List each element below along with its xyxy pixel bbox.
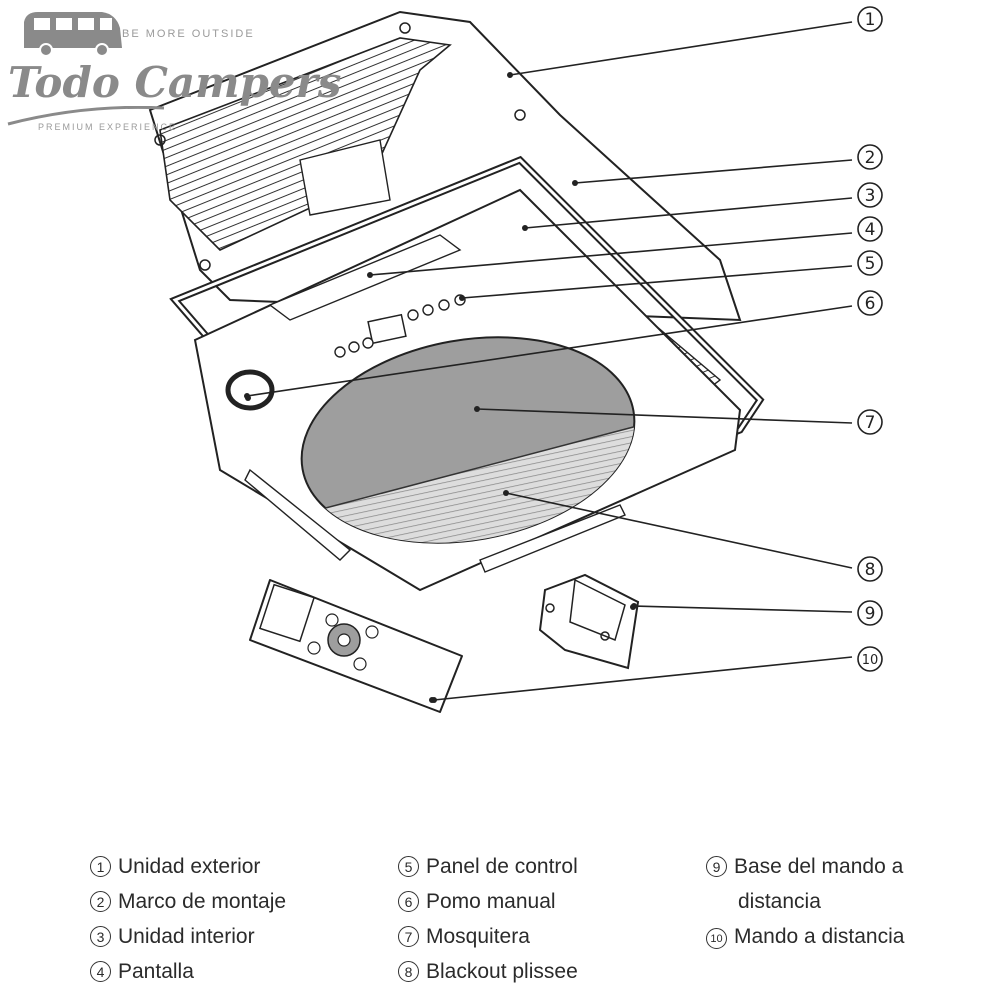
logo-tagline-bottom: PREMIUM EXPERIENCE [38, 122, 178, 132]
svg-text:3: 3 [865, 186, 876, 206]
logo-swoosh [7, 106, 165, 126]
callout-6: 6 [857, 290, 883, 316]
logo-tagline-top: BE MORE OUTSIDE [122, 28, 255, 40]
callout-1: 1 [857, 6, 883, 32]
callout-9: 9 [857, 600, 883, 626]
svg-text:5: 5 [865, 254, 876, 274]
callout-2: 2 [857, 144, 883, 170]
callout-3: 3 [857, 182, 883, 208]
svg-text:10: 10 [862, 653, 879, 668]
callout-5: 5 [857, 250, 883, 276]
svg-text:9: 9 [865, 604, 876, 624]
svg-text:4: 4 [865, 220, 876, 240]
leader-lines [246, 21, 853, 701]
svg-text:1: 1 [865, 10, 876, 30]
callout-numbers: 1 2 3 4 5 6 7 8 9 10 [857, 6, 883, 672]
callout-7: 7 [857, 409, 883, 435]
logo-brand: Todo Campers [8, 58, 342, 107]
leader-dots [244, 72, 637, 703]
van-icon [24, 12, 122, 56]
svg-text:8: 8 [865, 560, 876, 580]
legend-item-9-cont: distancia [738, 890, 821, 913]
exploded-diagram: 1 2 3 4 5 6 7 8 9 10 [148, 6, 883, 713]
callout-8: 8 [857, 556, 883, 582]
svg-text:7: 7 [865, 413, 876, 433]
callout-10: 10 [857, 646, 883, 672]
svg-text:6: 6 [865, 294, 876, 314]
manual-knob [225, 369, 275, 411]
outdoor-unit [148, 10, 742, 322]
callout-4: 4 [857, 216, 883, 242]
remote-control [249, 579, 463, 713]
control-panel [334, 294, 466, 358]
svg-text:2: 2 [865, 148, 876, 168]
remote-holder [538, 573, 640, 670]
